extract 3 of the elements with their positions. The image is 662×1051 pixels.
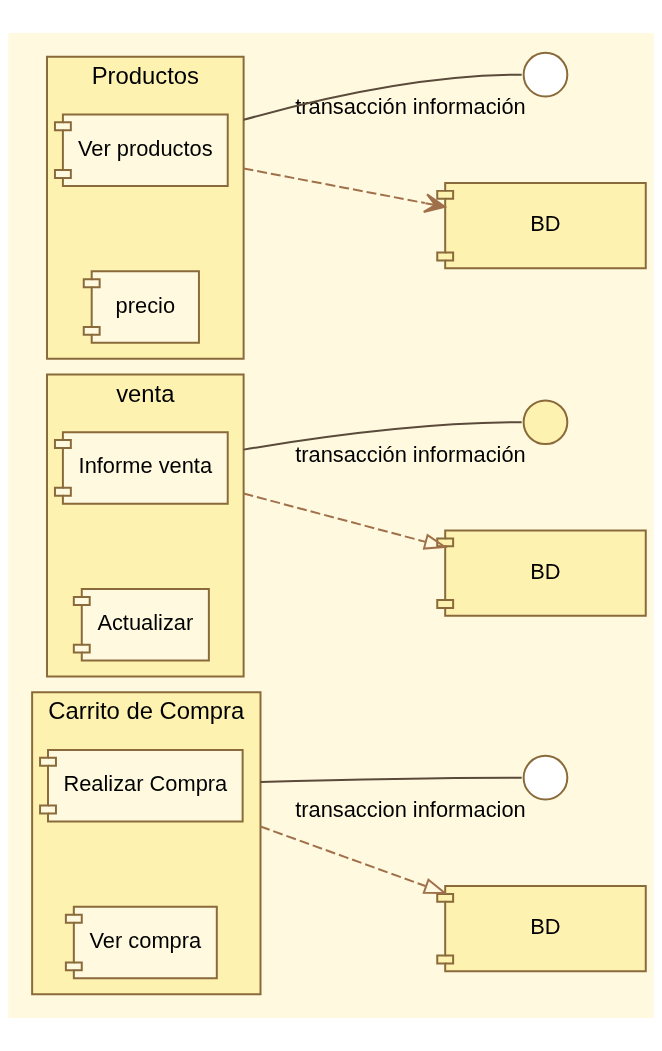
node-label: transaccion informacion [295, 797, 526, 823]
node-label: transacción información [295, 441, 526, 467]
node-label: transacción información [295, 94, 526, 120]
